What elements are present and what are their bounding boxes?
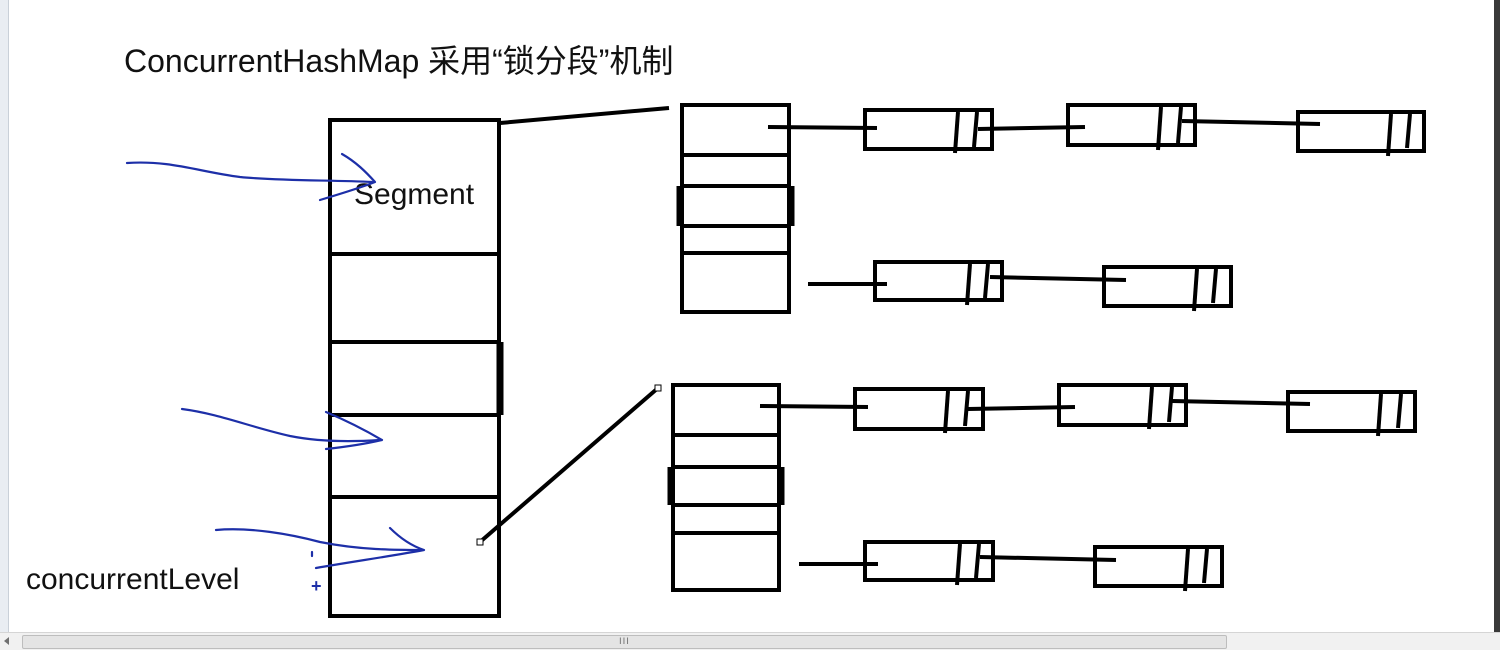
hash-table-outline	[680, 103, 791, 314]
entry-node-pointer-divider	[1211, 268, 1218, 304]
entry-node-pointer-divider	[1192, 268, 1199, 312]
entry-node-pointer-divider	[1386, 113, 1393, 157]
segment-array	[328, 118, 504, 618]
hash-table-upper	[676, 103, 795, 314]
entry-node-pointer-divider	[1156, 106, 1163, 151]
entry-node	[863, 540, 995, 582]
entry-node-pointer-divider	[955, 543, 962, 586]
entry-node-pointer-divider	[963, 390, 970, 427]
window-right-edge	[1494, 0, 1500, 632]
chain-link	[759, 404, 869, 409]
entry-node-pointer-divider	[1396, 393, 1403, 429]
pen-arrow-top-head	[318, 152, 377, 202]
entry-node-pointer-divider	[953, 111, 960, 154]
pen-arrow-top	[125, 161, 374, 184]
entry-node-pointer-divider	[974, 543, 981, 579]
diagram-title: ConcurrentHashMap 采用“锁分段”机制	[124, 43, 673, 79]
entry-node-pointer-divider	[1176, 106, 1183, 144]
connector-handle	[476, 538, 484, 546]
entry-node	[1286, 390, 1417, 433]
entry-node-pointer-divider	[1376, 393, 1383, 437]
entry-node-pointer-divider	[1147, 386, 1154, 430]
entry-node	[873, 260, 1004, 302]
entry-node-pointer-divider	[965, 263, 972, 306]
plus-marker: +	[311, 576, 322, 596]
entry-node-pointer-divider	[1202, 548, 1209, 584]
pen-annotations	[125, 152, 426, 570]
entry-node	[1093, 545, 1224, 588]
entry-node-pointer-divider	[1183, 548, 1190, 592]
scrollbar-grip-icon: III	[619, 637, 630, 647]
entry-node-pointer-divider	[1405, 113, 1412, 149]
pen-arrow-middle-head	[324, 410, 384, 451]
hash-table-lower	[667, 383, 785, 592]
entry-node-pointer-divider	[983, 263, 990, 299]
entry-node	[1296, 110, 1426, 153]
hash-table-outline	[671, 383, 781, 592]
pen-arrow-bottom	[214, 528, 424, 552]
entry-node	[1066, 103, 1197, 147]
entry-node	[1102, 265, 1233, 308]
concurrent-level-label: concurrentLevel	[26, 563, 239, 596]
pen-arrow-bottom-head	[314, 526, 426, 570]
chain-link	[767, 125, 878, 130]
entry-node-pointer-divider	[1167, 386, 1174, 423]
window-left-edge	[0, 0, 9, 632]
entry-node-pointer-divider	[972, 111, 979, 148]
connector-handle	[654, 384, 662, 392]
segment-to-table-connector	[478, 386, 660, 544]
entry-node-pointer-divider	[943, 390, 950, 434]
scroll-left-arrow-icon[interactable]	[4, 637, 9, 645]
entry-node	[1057, 383, 1188, 427]
entry-chains	[759, 103, 1426, 592]
scrollbar-thumb[interactable]: III	[22, 635, 1227, 649]
pen-arrow-middle	[180, 407, 382, 443]
segment-to-table-connector	[499, 106, 670, 125]
horizontal-scrollbar[interactable]: III	[0, 632, 1500, 650]
